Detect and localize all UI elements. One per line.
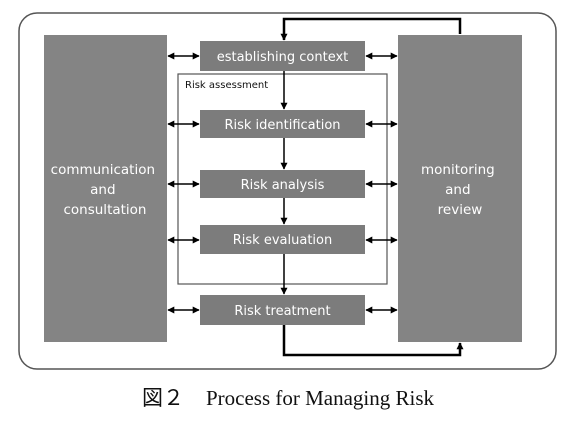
step-label-identification: Risk identification xyxy=(224,118,340,133)
figure-number: 図２ xyxy=(141,386,184,410)
risk-process-diagram: communication and consultation monitorin… xyxy=(18,12,557,370)
figure-caption: 図２ Process for Managing Risk xyxy=(0,382,576,412)
monitoring-line-3: review xyxy=(438,202,483,218)
step-label-evaluation: Risk evaluation xyxy=(233,233,332,248)
feedback-loop-top xyxy=(280,17,462,41)
step-box-evaluation xyxy=(200,225,365,254)
step-box-context xyxy=(200,41,365,71)
monitoring-panel xyxy=(398,35,522,342)
risk-assessment-label: Risk assessment xyxy=(185,80,268,91)
step-label-context: establishing context xyxy=(217,50,349,65)
step-box-identification xyxy=(200,110,365,138)
step-box-treatment xyxy=(200,295,365,325)
monitoring-panel-label: monitoring and review xyxy=(421,162,499,218)
figure-title: Process for Managing Risk xyxy=(205,386,435,410)
communication-line-1: communication xyxy=(51,162,155,178)
communication-line-2: and xyxy=(90,182,115,198)
communication-panel xyxy=(44,35,167,342)
communication-panel-label: communication and consultation xyxy=(51,162,160,218)
step-label-treatment: Risk treatment xyxy=(234,304,330,319)
monitoring-line-2: and xyxy=(445,182,470,198)
step-label-analysis: Risk analysis xyxy=(241,178,325,193)
risk-assessment-group xyxy=(177,73,388,285)
step-box-analysis xyxy=(200,170,365,198)
feedback-loop-bottom xyxy=(282,325,464,357)
monitoring-line-1: monitoring xyxy=(421,162,495,178)
communication-line-3: consultation xyxy=(63,202,146,218)
